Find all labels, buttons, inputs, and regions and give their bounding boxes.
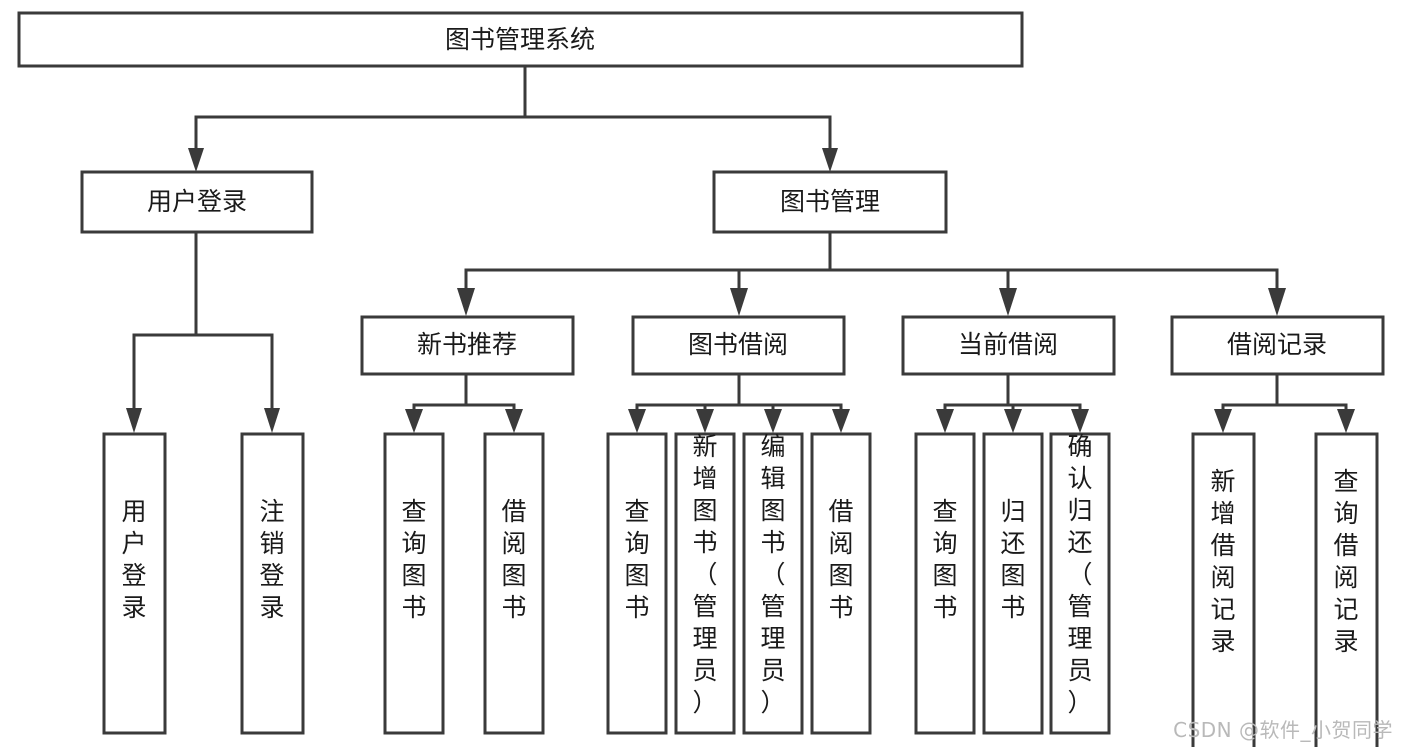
node-leaf-query-book-2[interactable]: 查询图书 [606, 432, 668, 735]
node-borrow-record-box[interactable] [1170, 315, 1385, 376]
node-user-login-label: 用户登录 [147, 187, 247, 216]
node-leaf-borrow-book-2[interactable]: 借阅图书 [810, 432, 872, 735]
node-leaf-borrow-book-2-label: 借阅图书 [828, 497, 853, 622]
node-leaf-confirm-return[interactable]: 确认归还（管理员） [1049, 432, 1111, 735]
node-user-login[interactable]: 用户登录 [80, 170, 314, 234]
node-book-manage[interactable]: 图书管理 [712, 170, 948, 234]
node-leaf-query-record-box[interactable] [1314, 432, 1379, 747]
node-leaf-borrow-book-1-box[interactable] [483, 432, 545, 735]
node-leaf-edit-book-box[interactable] [742, 432, 804, 735]
node-leaf-query-book-2-label: 查询图书 [624, 497, 649, 622]
node-leaf-borrow-book-1[interactable]: 借阅图书 [483, 432, 545, 735]
arrow-head-leaf-query-book-2 [628, 409, 646, 433]
node-leaf-add-book-label: 新增图书（管理员） [692, 432, 717, 717]
node-current-borrow[interactable]: 当前借阅 [901, 315, 1116, 376]
arrow-head-user-login [188, 148, 204, 172]
node-leaf-query-book-3-box[interactable] [914, 432, 976, 735]
node-leaf-query-book-3[interactable]: 查询图书 [914, 432, 976, 735]
arrow-head-new-book-recommend [457, 288, 475, 316]
node-leaf-borrow-book-1-label: 借阅图书 [501, 497, 526, 622]
node-leaf-add-book-box[interactable] [674, 432, 736, 735]
arrow-head-leaf-query-book-3 [936, 409, 954, 433]
node-new-book-recommend[interactable]: 新书推荐 [360, 315, 575, 376]
node-leaf-query-record[interactable]: 查询借阅记录 [1314, 432, 1379, 747]
node-leaf-add-record-box[interactable] [1191, 432, 1256, 747]
node-leaf-user-logout-box[interactable] [240, 432, 305, 735]
arrow-head-leaf-add-book [696, 409, 714, 433]
arrow-head-leaf-user-logout [264, 408, 280, 433]
node-leaf-borrow-book-2-box[interactable] [810, 432, 872, 735]
arrow-head-leaf-edit-book [764, 409, 782, 433]
node-leaf-add-book[interactable]: 新增图书（管理员） [674, 432, 736, 735]
arrow-head-current-borrow [999, 288, 1017, 316]
node-root-label: 图书管理系统 [445, 25, 595, 54]
node-leaf-edit-book[interactable]: 编辑图书（管理员） [742, 432, 804, 735]
arrow-head-leaf-query-record [1337, 409, 1355, 433]
node-book-borrow[interactable]: 图书借阅 [631, 315, 846, 376]
arrow-head-leaf-confirm-return [1071, 409, 1089, 433]
node-leaf-user-login-box[interactable] [102, 432, 167, 735]
node-leaf-user-logout[interactable]: 注销登录 [240, 432, 305, 735]
node-user-login-box[interactable] [80, 170, 314, 234]
arrow-head-leaf-user-login [126, 408, 142, 433]
node-book-borrow-box[interactable] [631, 315, 846, 376]
node-current-borrow-label: 当前借阅 [958, 330, 1058, 359]
arrow-head-leaf-add-record [1214, 409, 1232, 433]
node-new-book-recommend-box[interactable] [360, 315, 575, 376]
arrow-head-leaf-borrow-book-2 [832, 409, 850, 433]
node-leaf-add-record[interactable]: 新增借阅记录 [1191, 432, 1256, 747]
node-leaf-user-login-label: 用户登录 [121, 497, 146, 622]
arrow-head-leaf-return-book [1004, 409, 1022, 433]
arrow-head-leaf-query-book-1 [405, 409, 423, 433]
node-leaf-confirm-return-box[interactable] [1049, 432, 1111, 735]
node-leaf-query-book-1[interactable]: 查询图书 [383, 432, 445, 735]
node-borrow-record[interactable]: 借阅记录 [1170, 315, 1385, 376]
arrow-head-borrow-record [1268, 288, 1286, 316]
node-book-manage-label: 图书管理 [780, 187, 880, 216]
node-leaf-user-login[interactable]: 用户登录 [102, 432, 167, 735]
node-leaf-edit-book-label: 编辑图书（管理员） [760, 432, 785, 717]
node-root-box[interactable] [17, 11, 1024, 68]
node-current-borrow-box[interactable] [901, 315, 1116, 376]
node-leaf-user-logout-label: 注销登录 [259, 497, 284, 622]
node-leaf-query-record-label: 查询借阅记录 [1333, 467, 1358, 656]
node-leaf-return-book[interactable]: 归还图书 [982, 432, 1044, 735]
node-new-book-recommend-label: 新书推荐 [417, 330, 517, 359]
node-book-borrow-label: 图书借阅 [688, 330, 788, 359]
connector-layer [126, 64, 1355, 433]
node-leaf-add-record-label: 新增借阅记录 [1210, 467, 1235, 656]
node-leaf-return-book-box[interactable] [982, 432, 1044, 735]
node-leaf-return-book-label: 归还图书 [1000, 497, 1025, 622]
node-leaf-query-book-1-box[interactable] [383, 432, 445, 735]
node-borrow-record-label: 借阅记录 [1227, 330, 1327, 359]
node-book-manage-box[interactable] [712, 170, 948, 234]
arrow-head-leaf-borrow-book-1 [505, 409, 523, 433]
node-leaf-query-book-2-box[interactable] [606, 432, 668, 735]
node-root[interactable]: 图书管理系统 [17, 11, 1024, 68]
arrow-head-book-manage [822, 148, 838, 172]
arrow-head-book-borrow [730, 288, 748, 316]
node-leaf-confirm-return-label: 确认归还（管理员） [1067, 432, 1092, 717]
node-leaf-query-book-1-label: 查询图书 [401, 497, 426, 622]
node-leaf-query-book-3-label: 查询图书 [932, 497, 957, 622]
